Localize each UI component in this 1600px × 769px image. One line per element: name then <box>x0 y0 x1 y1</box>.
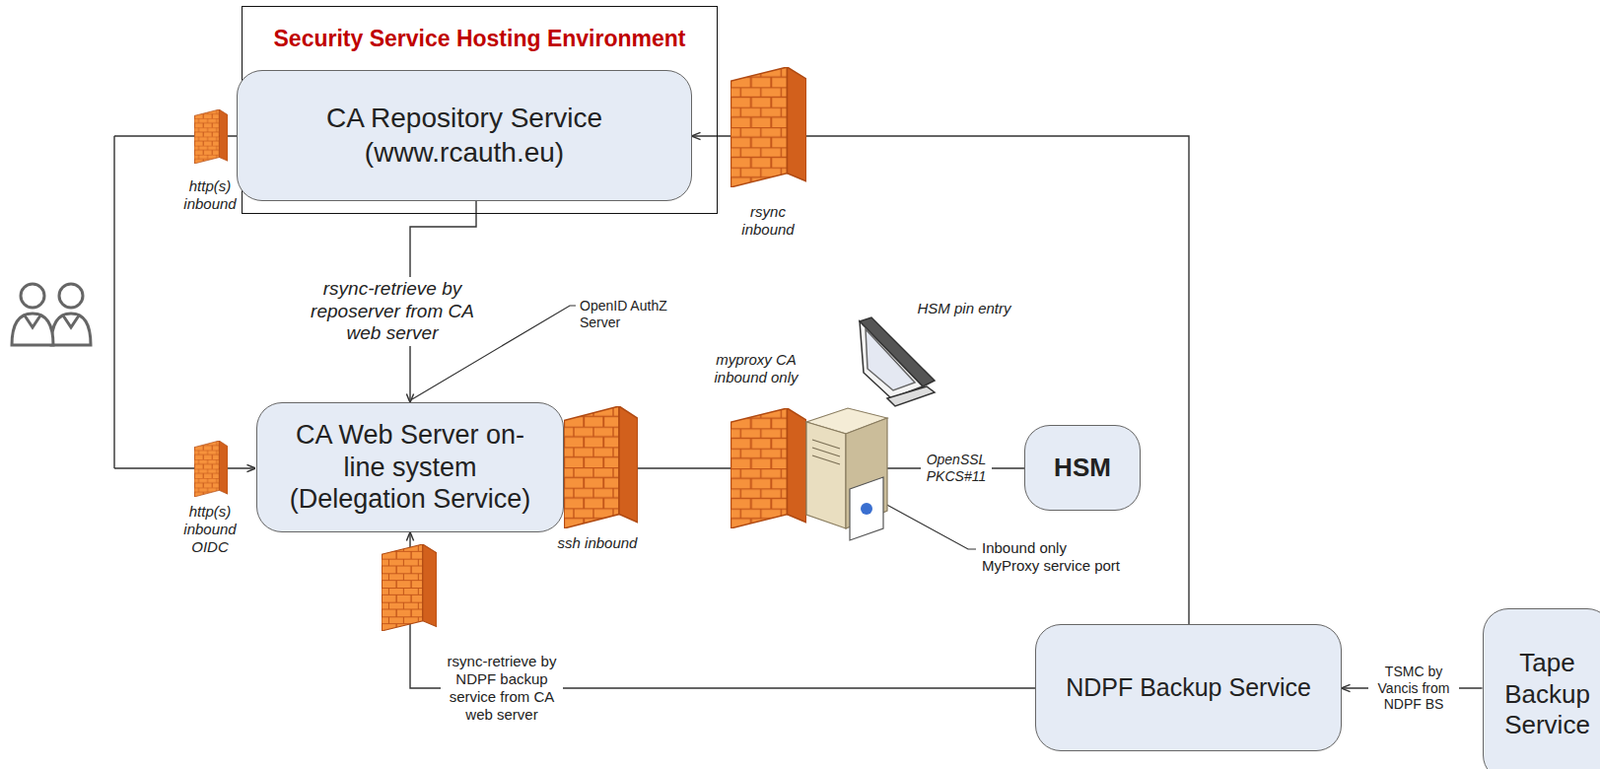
service-box: NDPF Backup Service <box>1035 624 1342 752</box>
user-lines <box>114 136 258 469</box>
user-lines <box>114 467 256 469</box>
box-label: NDPF Backup Service <box>1065 672 1312 703</box>
users-icon <box>11 313 54 346</box>
server-icon <box>860 502 873 515</box>
environment-frame: Security Service Hosting Environment CA R… <box>241 5 718 214</box>
monitor-icon <box>865 329 915 391</box>
interface-label: OpenSSL PKCS#11 <box>920 450 992 487</box>
firewall-icon <box>381 544 437 631</box>
port-label: http(s) inbound OIDC <box>177 502 243 557</box>
service-box: Tape Backup Service <box>1482 608 1600 769</box>
edge-label: rsync-retrieve by NDPF backup service fr… <box>440 651 563 725</box>
users-icon <box>63 315 79 328</box>
service-box: CA Web Server on-line system (Delegation… <box>256 402 564 533</box>
frame-title: Security Service Hosting Environment <box>242 24 717 53</box>
edge-label: rsync-retrieve by reposerver from CA web… <box>307 277 478 347</box>
users-icon <box>51 313 91 346</box>
callout-label: Inbound only MyProxy service port <box>981 539 1128 575</box>
connector <box>692 136 1189 625</box>
callout-label: HSM pin entry <box>909 299 1019 318</box>
box-label: CA Web Server on-line system (Delegation… <box>280 418 540 517</box>
firewall-icon <box>194 440 228 497</box>
server-icon <box>812 439 840 465</box>
service-box: CA Repository Service (www.rcauth.eu) <box>236 69 693 202</box>
server-icon <box>806 408 888 541</box>
firewall-icon <box>730 408 807 529</box>
firewall-icon <box>730 67 807 188</box>
box-label: CA Repository Service (www.rcauth.eu) <box>252 101 677 169</box>
users-icon <box>20 283 45 308</box>
users-icon <box>11 283 91 346</box>
callout-label: OpenID AuthZ Server <box>579 297 669 332</box>
users-icon <box>24 315 41 328</box>
hsm-box: HSM <box>1024 424 1141 511</box>
monitor-icon <box>859 317 935 407</box>
box-label: Tape Backup Service <box>1498 647 1598 742</box>
monitor-icon <box>859 321 923 399</box>
firewall-icon <box>563 406 638 529</box>
firewall-icon <box>194 67 807 631</box>
port-label: ssh inbound <box>548 534 647 553</box>
users-icon <box>59 283 83 308</box>
firewall-icon <box>194 109 228 164</box>
box-label: HSM <box>1053 452 1112 485</box>
user-lines <box>113 136 115 469</box>
leader-line <box>883 502 976 550</box>
port-label: http(s) inbound <box>177 177 243 213</box>
port-label: rsync inbound <box>735 203 801 239</box>
port-label: myproxy CA inbound only <box>713 350 799 387</box>
edge-label: TSMC by Vancis from NDPF BS <box>1368 662 1460 714</box>
server-icon <box>806 421 846 529</box>
server-icon <box>849 477 884 541</box>
monitor-icon <box>887 386 935 407</box>
